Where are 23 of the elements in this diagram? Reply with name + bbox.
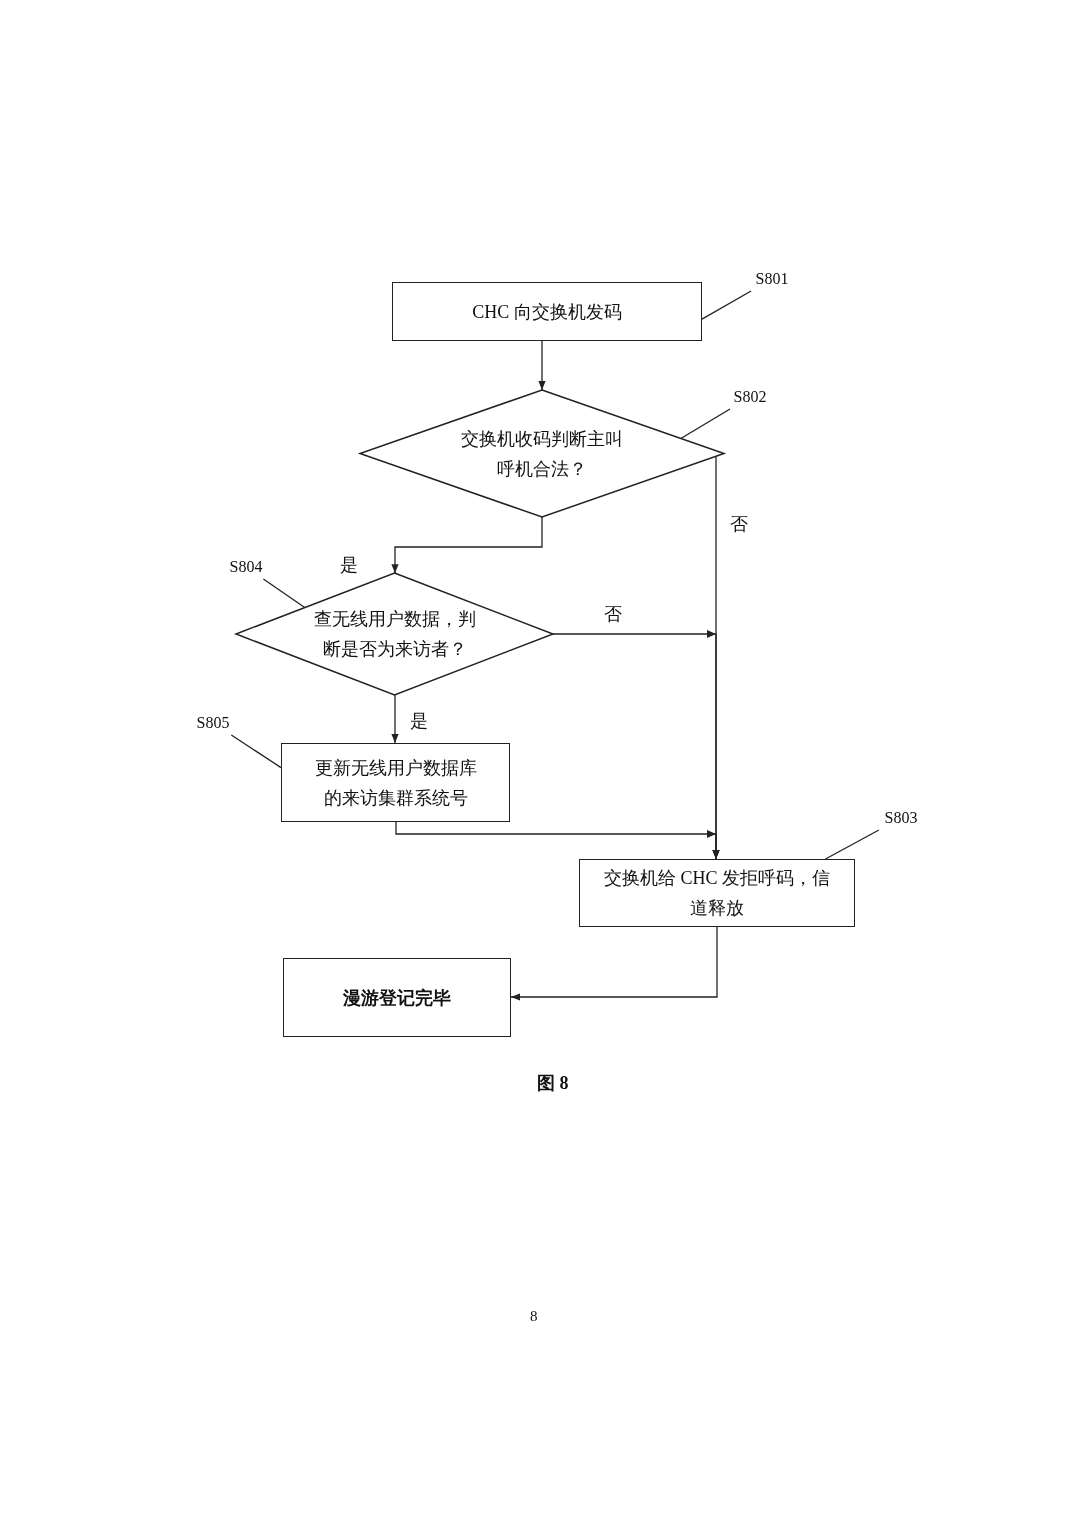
decision-diamond [360, 390, 724, 517]
edge-label: 否 [728, 513, 750, 535]
edge-label: 否 [602, 603, 624, 625]
process-box [392, 282, 702, 341]
step-number: S802 [732, 387, 768, 407]
step-number: S804 [228, 557, 264, 577]
step-text: 交换机收码判断主叫呼机合法？ [460, 427, 624, 481]
step-number: S801 [754, 269, 790, 289]
process-box [281, 743, 510, 822]
step-text: 更新无线用户数据库的来访集群系统号 [313, 756, 478, 810]
figure-caption: 图 8 [537, 1072, 569, 1095]
page-number: 8 [530, 1308, 538, 1325]
end-box [283, 958, 511, 1037]
edge-label: 是 [408, 710, 430, 732]
step-text: CHC 向交换机发码 [471, 300, 623, 324]
step-text: 查无线用户数据，判断是否为来访者？ [312, 608, 477, 661]
step-number: S805 [195, 713, 231, 733]
edge-label: 是 [338, 554, 360, 576]
step-text: 漫游登记完毕 [342, 986, 452, 1010]
decision-diamond [236, 573, 553, 695]
step-text: 交换机给 CHC 发拒呼码，信道释放 [603, 867, 831, 920]
step-number: S803 [883, 808, 919, 828]
process-box [579, 859, 855, 927]
